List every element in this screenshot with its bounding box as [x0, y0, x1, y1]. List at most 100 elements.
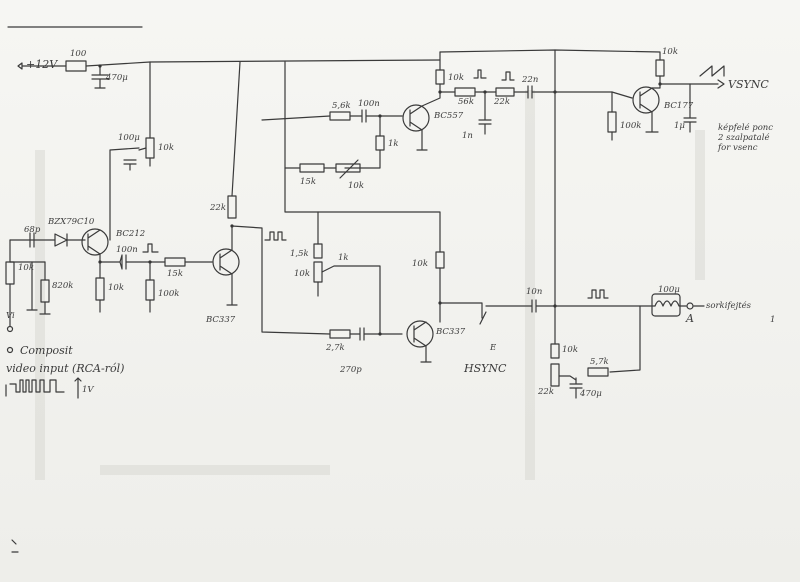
- terminal-out: [686, 302, 694, 310]
- node-supply: [98, 64, 102, 68]
- r-15k-label: 15k: [167, 269, 183, 279]
- l-out-label: 100μ: [658, 285, 680, 295]
- diode-zener: [54, 233, 68, 247]
- capacitor-couple: [119, 254, 127, 270]
- resistor-r-2k7: [329, 329, 351, 339]
- scale-arrow: [74, 377, 82, 399]
- pulse-icon-1: [142, 243, 159, 253]
- wire-to-5k6: [261, 115, 331, 121]
- vsync-label: VSYNC: [728, 78, 769, 91]
- resistor-r-supply: [65, 60, 87, 72]
- q4-label: BC337: [435, 327, 466, 337]
- r-1k-label: 1k: [388, 139, 399, 149]
- resistor-r-10k-q5: [655, 59, 665, 77]
- q5-label: BC177: [663, 101, 694, 111]
- resistor-r-1k: [375, 135, 385, 151]
- hsync-label: HSYNC: [463, 362, 507, 375]
- wire-out-loop: [554, 305, 641, 373]
- ground-r-in2: [39, 301, 51, 315]
- r-22k2-label: 22k: [493, 97, 510, 107]
- wire-q5-collector: [651, 75, 661, 89]
- r-10k-out-label: 10k: [562, 345, 578, 355]
- q4-leads: [413, 321, 427, 347]
- pulse-icon-2: [264, 231, 287, 241]
- terminal-composite: [6, 346, 14, 354]
- vi-label: Vi: [6, 311, 15, 321]
- r-1k5-label: 1,5k: [290, 249, 309, 259]
- r-100k2-label: 100k: [620, 121, 641, 131]
- out-node-label: A: [685, 312, 694, 325]
- resistor-r-5k7: [587, 367, 609, 377]
- waveform-input: [5, 379, 65, 397]
- capacitor-10n: [485, 299, 556, 313]
- pot-10k3: [313, 261, 323, 283]
- pot-10k2-arrow: [339, 159, 359, 179]
- resistor-r-1k5: [313, 243, 323, 259]
- q4-emitter-gnd: [420, 345, 432, 363]
- q5-emitter-gnd: [645, 111, 659, 133]
- wire-pot-1k: [321, 265, 381, 335]
- q3-emitter-gnd: [416, 129, 428, 151]
- supply-terminal: [17, 62, 67, 70]
- r-10k-q5-label: 10k: [662, 47, 678, 57]
- r-in2-label: 820k: [52, 281, 73, 291]
- wire-cap-gnd: [26, 261, 38, 311]
- pot-bias-label: 10k: [158, 143, 174, 153]
- r-supply-label: 100: [70, 49, 87, 59]
- paper-ghosting: [35, 90, 705, 480]
- wire-q1-emitter: [99, 253, 121, 263]
- rail-top-left: [85, 59, 441, 67]
- margin-marks: [11, 539, 19, 553]
- transistor-q5: [632, 86, 660, 114]
- inductor-out: [654, 300, 687, 307]
- pulse-icon-4: [501, 71, 515, 81]
- capacitor-1n: [478, 91, 492, 135]
- wire-bus-285: [284, 61, 441, 253]
- pot-bias-wiper: [138, 147, 151, 167]
- pot-10k3-label: 10k: [294, 269, 310, 279]
- c-10n-label: 10n: [526, 287, 542, 297]
- c-supply-label: 470μ: [105, 73, 128, 83]
- rail-top-right: [439, 49, 661, 61]
- resistor-r-22k: [227, 195, 237, 219]
- resistor-r-10k-mid: [435, 251, 445, 269]
- wire-to-q5: [554, 91, 633, 99]
- transistor-q4: [406, 320, 434, 348]
- resistor-r-5k6: [329, 111, 351, 121]
- transistor-q2: [212, 248, 240, 276]
- transistor-q3: [402, 104, 430, 132]
- wire-hsync: [439, 302, 487, 325]
- resistor-r-div: [95, 277, 105, 301]
- r-56k-label: 56k: [458, 97, 474, 107]
- capacitor-1u: [683, 83, 697, 133]
- capacitor-supply: [91, 65, 109, 89]
- r-15k2-label: 15k: [300, 177, 316, 187]
- capacitor-100n2: [349, 109, 403, 123]
- capacitor-470u: [569, 377, 583, 399]
- r-22k-label: 22k: [209, 203, 226, 213]
- c-270p-label: 270p: [339, 365, 362, 375]
- pulse-icon-5: [587, 289, 609, 299]
- node-q4-base: [378, 332, 382, 336]
- r-100k-label: 100k: [158, 289, 179, 299]
- transistor-q1: [81, 228, 109, 256]
- pot-bias: [145, 137, 155, 159]
- input-label-2: video input (RCA-ról): [6, 362, 124, 375]
- c-in-label: 68p: [24, 225, 41, 235]
- out-text-2: 1: [770, 315, 775, 325]
- sawtooth-icon: [699, 65, 725, 77]
- wire-r22k-rail: [231, 61, 241, 197]
- r-5k7-label: 5,7k: [590, 357, 609, 367]
- input-scale-label: 1V: [82, 385, 94, 395]
- q1-label: BC212: [115, 229, 145, 239]
- resistor-r-15k2: [299, 163, 325, 173]
- c-couple-label: 100n: [116, 245, 138, 255]
- capacitor-22n: [513, 85, 556, 99]
- c-22n-label: 22n: [521, 75, 538, 85]
- resistor-r-15k: [164, 257, 186, 267]
- resistor-r-in1: [5, 261, 15, 285]
- q3-label: BC557: [433, 111, 464, 121]
- c-pot-label: 100μ: [118, 133, 140, 143]
